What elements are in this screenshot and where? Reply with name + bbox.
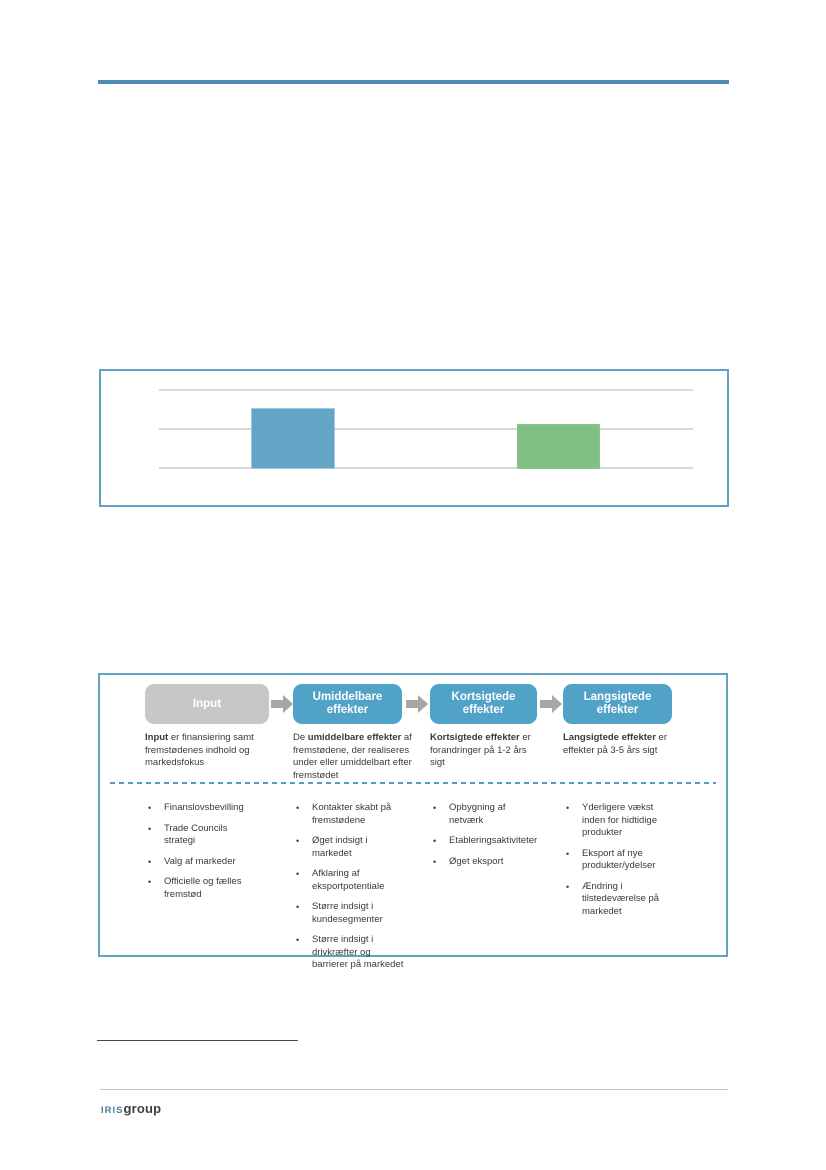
arrow-right-icon: [406, 695, 428, 713]
logo-iris-text: IRIS: [101, 1105, 124, 1116]
list-item: Ændring i tilstedeværelse på markedet: [563, 881, 673, 919]
step-box-umiddelbare-effekter: Umiddelbare effekter: [293, 684, 402, 724]
list-item: Eksport af nye produkter/ydelser: [563, 848, 673, 873]
effects-flow-figure: Input Umiddelbare effekter Kortsigtede e…: [98, 673, 728, 970]
list-item: Øget eksport: [430, 856, 522, 869]
step-description: Langsigtede effekter er effekter på 3-5 …: [563, 732, 683, 757]
chart-gridline: [159, 389, 693, 391]
iris-group-logo: IRISgroup: [101, 1100, 161, 1118]
step-label: Langsigtede effekter: [583, 691, 652, 716]
step-box-langsigtede-effekter: Langsigtede effekter: [563, 684, 672, 724]
description-text: er forandringer på 1-2 års sigt: [430, 732, 531, 768]
description-text: er finansiering samt fremstødenes indhol…: [145, 732, 254, 768]
step-box-kortsigtede-effekter: Kortsigtede effekter: [430, 684, 537, 724]
description-text: af fremstødene, der realiseres under ell…: [293, 732, 412, 781]
bullet-list-input: FinanslovsbevillingTrade Councils strate…: [145, 802, 244, 909]
list-item: Opbygning af netværk: [430, 802, 522, 827]
list-item: Etableringsaktiviteter: [430, 835, 537, 848]
step-description: De umiddelbare effekter af fremstødene, …: [293, 732, 415, 782]
list-item: Valg af markeder: [145, 856, 243, 869]
step-description: Input er finansiering samt fremstødenes …: [145, 732, 275, 770]
list-item: Større indsigt i drivkræfter og barriere…: [293, 934, 409, 972]
bullet-list-kortsigtede: Opbygning af netværkEtableringsaktivitet…: [430, 802, 537, 876]
footer-divider: [100, 1089, 728, 1090]
chart-bar-green: [517, 424, 600, 469]
list-item: Afklaring af eksportpotentiale: [293, 868, 409, 893]
description-bold-text: Input: [145, 732, 169, 743]
chart-gridline: [159, 428, 693, 430]
description-bold-text: umiddelbare effekter: [307, 732, 402, 743]
list-item: Større indsigt i kundesegmenter: [293, 901, 409, 926]
chart-gridline: [159, 467, 693, 469]
list-item: Yderligere vækst inden for hidtidige pro…: [563, 802, 673, 840]
logo-group-text: group: [123, 1101, 162, 1116]
description-text: er effekter på 3-5 års sigt: [563, 732, 668, 756]
list-item: Officielle og fælles fremstød: [145, 876, 243, 901]
step-label: Umiddelbare effekter: [312, 691, 383, 716]
step-label: Input: [192, 697, 222, 710]
list-item: Øget indsigt i markedet: [293, 835, 409, 860]
list-item: Kontakter skabt på fremstødene: [293, 802, 409, 827]
list-item: Trade Councils strategi: [145, 823, 243, 848]
description-bold-text: Langsigtede effekter: [563, 732, 656, 743]
step-label: Kortsigtede effekter: [451, 691, 516, 716]
list-item: Finanslovsbevilling: [145, 802, 244, 815]
dashed-divider: [110, 782, 716, 784]
bullet-list-langsigtede: Yderligere vækst inden for hidtidige pro…: [563, 802, 673, 926]
description-text: De: [293, 732, 308, 743]
description-bold-text: Kortsigtede effekter: [430, 732, 520, 743]
chart-bar-blue: [251, 408, 335, 469]
bullet-list-umiddelbare: Kontakter skabt på fremstødeneØget indsi…: [293, 802, 409, 980]
header-divider: [98, 80, 729, 84]
bar-chart-figure: [99, 369, 729, 507]
footnote-rule: [97, 1040, 298, 1041]
arrow-right-icon: [271, 695, 293, 713]
arrow-right-icon: [540, 695, 562, 713]
step-box-input: Input: [145, 684, 269, 724]
step-description: Kortsigtede effekter er forandringer på …: [430, 732, 544, 770]
